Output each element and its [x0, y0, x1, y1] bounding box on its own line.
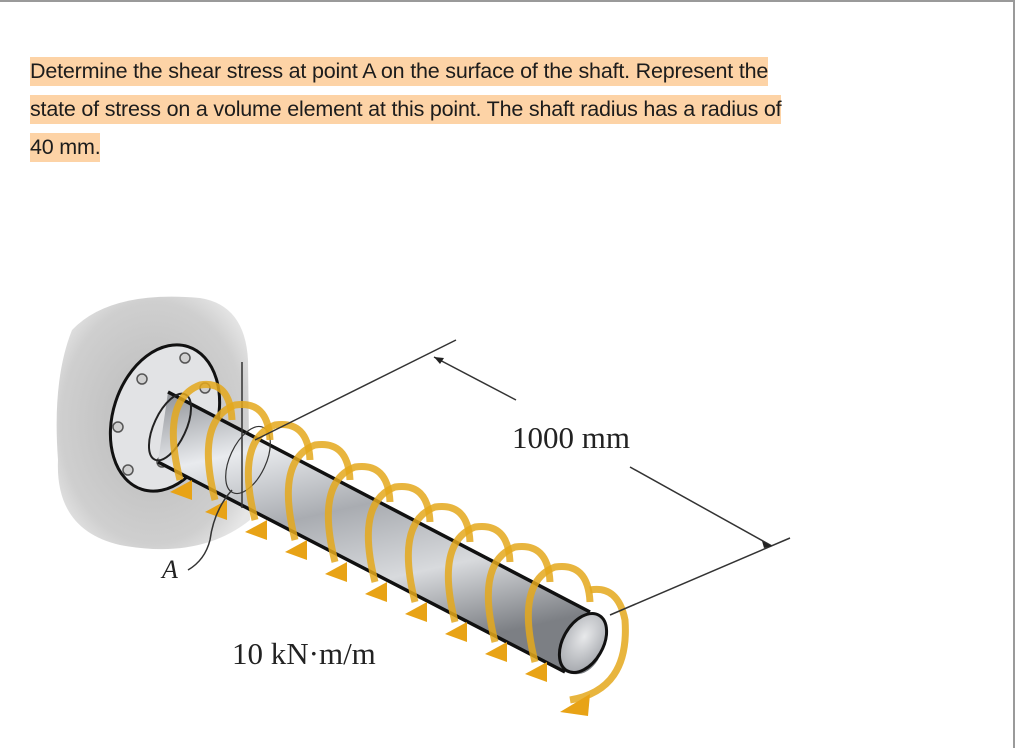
torque-label: 10 kN·m/m — [232, 636, 376, 671]
torque-arrowheads — [170, 480, 590, 716]
torque-loops — [169, 380, 629, 704]
point-a-label: A — [160, 555, 178, 584]
length-label: 1000 mm — [512, 420, 630, 455]
page-frame-top-border — [0, 0, 1015, 2]
dimension-lines — [254, 339, 791, 616]
problem-line-3: 40 mm. — [30, 133, 101, 162]
shaft-end-face — [557, 612, 609, 674]
problem-line-1: Determine the shear stress at point A on… — [30, 57, 768, 86]
page-frame-right-border — [1013, 0, 1015, 748]
shaft-body — [158, 392, 604, 675]
point-a-leader — [187, 489, 233, 571]
problem-line-2: state of stress on a volume element at t… — [30, 95, 782, 124]
problem-statement: Determine the shear stress at point A on… — [30, 52, 980, 166]
